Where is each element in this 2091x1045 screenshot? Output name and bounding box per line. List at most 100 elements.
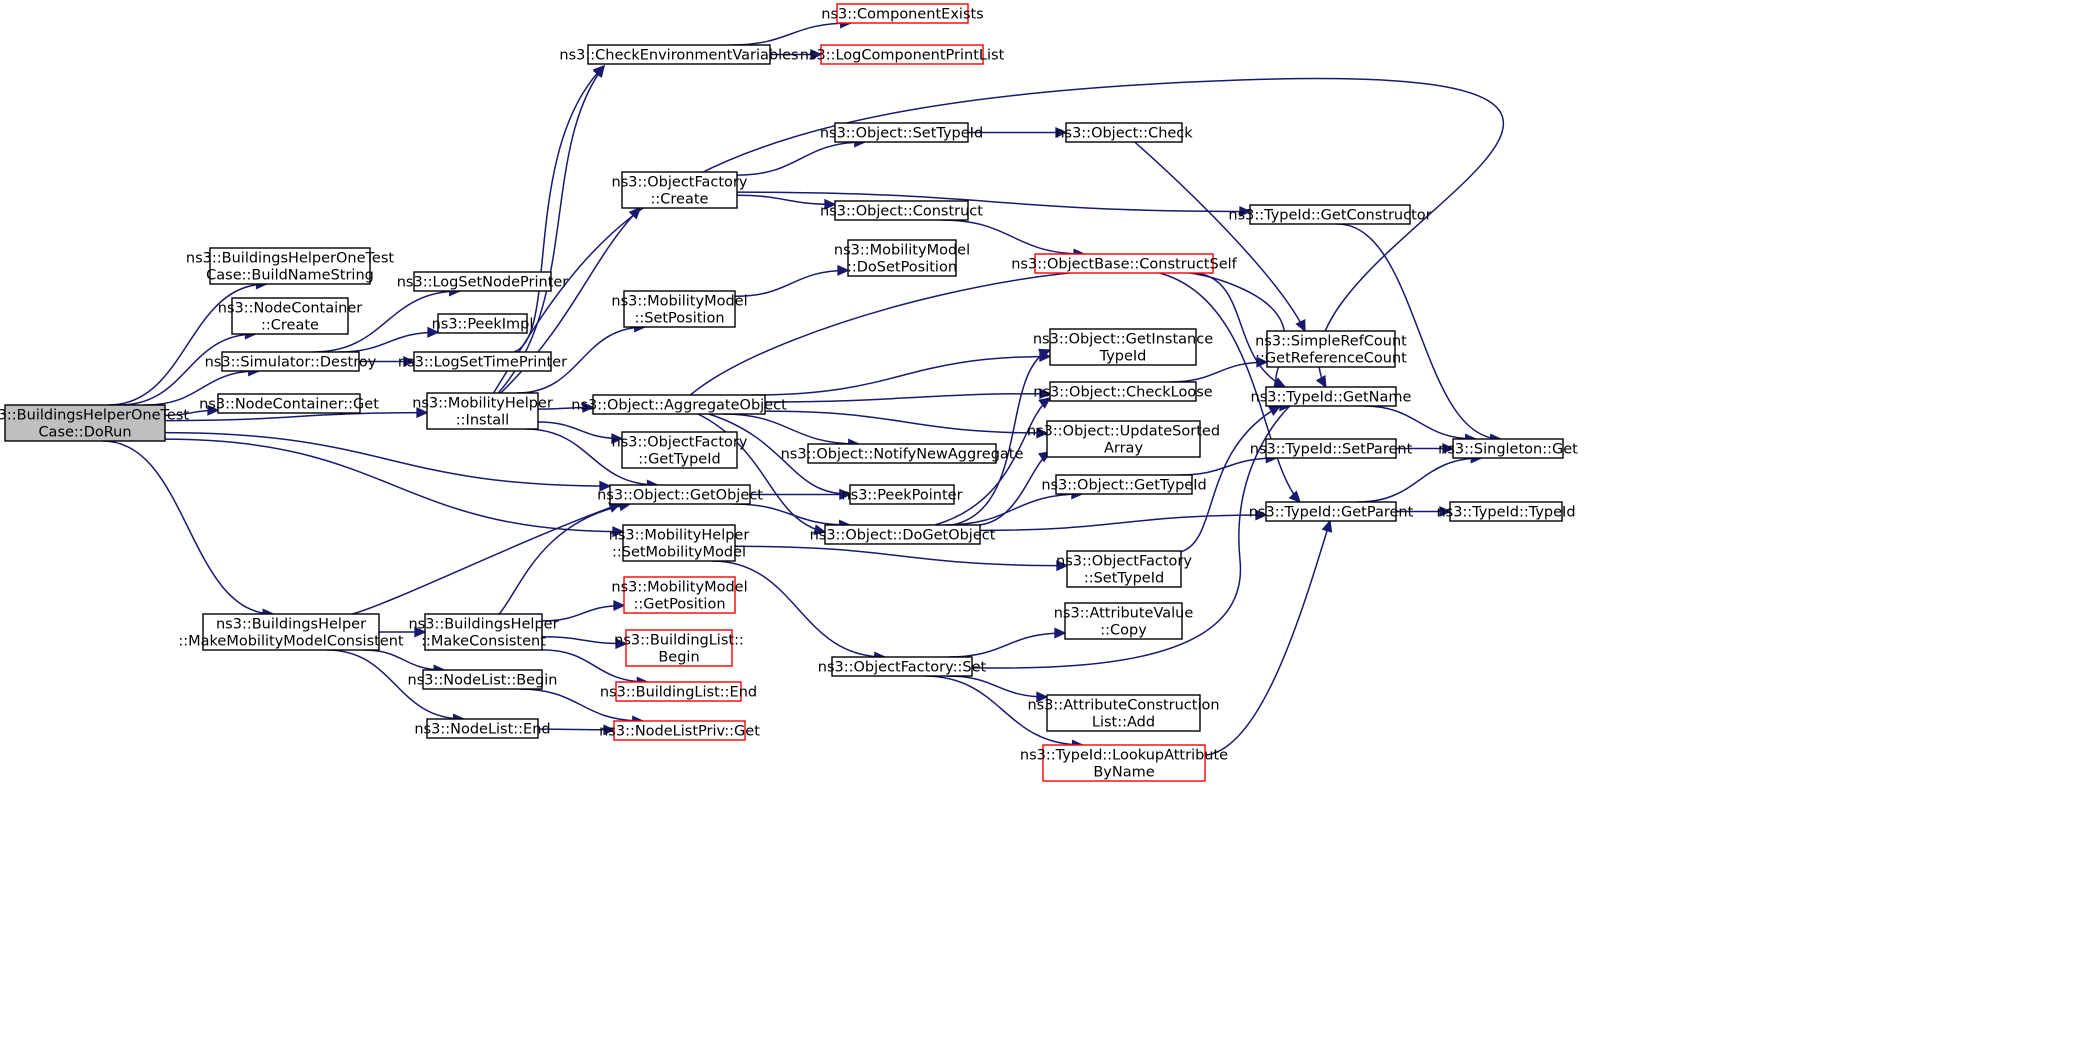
node-makeMobilityModelConsistent[interactable]: ns3::BuildingsHelper::MakeMobilityModelC… <box>178 613 404 651</box>
node-box[interactable] <box>426 392 539 430</box>
node-box[interactable] <box>437 313 528 334</box>
node-box[interactable] <box>209 247 371 285</box>
node-box[interactable] <box>1049 381 1197 402</box>
node-buildNameString[interactable]: ns3::BuildingsHelperOneTestCase::BuildNa… <box>186 247 394 285</box>
node-box[interactable] <box>1046 694 1201 732</box>
node-box[interactable] <box>1055 474 1193 495</box>
node-logSetNodePrinter[interactable]: ns3::LogSetNodePrinter <box>397 271 569 292</box>
node-objectGetTypeId[interactable]: ns3::Object::GetTypeId <box>1041 474 1207 495</box>
node-box[interactable] <box>221 351 360 372</box>
node-buildingListEnd[interactable]: ns3::BuildingList::End <box>600 681 757 702</box>
node-typeIdGetName[interactable]: ns3::TypeId::GetName <box>1251 386 1412 407</box>
node-attributeValueCopy[interactable]: ns3::AttributeValue::Copy <box>1054 602 1194 640</box>
node-box[interactable] <box>847 239 957 277</box>
node-box[interactable] <box>1049 328 1197 366</box>
node-box[interactable] <box>413 271 552 292</box>
node-box[interactable] <box>413 351 552 372</box>
node-box[interactable] <box>834 200 969 221</box>
node-box[interactable] <box>1265 438 1397 459</box>
node-box[interactable] <box>849 484 955 505</box>
node-getReferenceCount[interactable]: ns3::SimpleRefCount::GetReferenceCount <box>1255 330 1407 368</box>
node-box[interactable] <box>615 681 742 702</box>
node-box[interactable] <box>1034 253 1214 274</box>
node-box[interactable] <box>621 171 738 209</box>
node-typeIdSetParent[interactable]: ns3::TypeId::SetParent <box>1250 438 1413 459</box>
node-box[interactable] <box>1066 550 1182 588</box>
node-mobilityHelperInstall[interactable]: ns3::MobilityHelper::Install <box>412 392 553 430</box>
node-nodeListBegin[interactable]: ns3::NodeList::Begin <box>408 669 558 690</box>
node-box[interactable] <box>426 718 539 739</box>
node-mobilityModelSetPosition[interactable]: ns3::MobilityModel::SetPosition <box>611 290 748 328</box>
node-objectFactorySet[interactable]: ns3::ObjectFactory::Set <box>818 656 987 677</box>
node-box[interactable] <box>613 720 746 741</box>
node-box[interactable] <box>625 629 733 667</box>
node-objectSetTypeId[interactable]: ns3::Object::SetTypeId <box>820 122 983 143</box>
node-box[interactable] <box>1065 122 1183 143</box>
node-peekPointer[interactable]: ns3::PeekPointer <box>841 484 963 505</box>
node-box[interactable] <box>820 44 984 65</box>
node-box[interactable] <box>592 394 766 415</box>
node-aggregateObject[interactable]: ns3::Object::AggregateObject <box>571 394 787 415</box>
node-checkEnvironmentVariables[interactable]: ns3::CheckEnvironmentVariables <box>559 44 799 65</box>
node-box[interactable] <box>1064 602 1183 640</box>
node-logComponentPrintList[interactable]: ns3::LogComponentPrintList <box>800 44 1005 65</box>
node-box[interactable] <box>831 656 973 677</box>
node-singletonGet[interactable]: ns3::Singleton::Get <box>1438 438 1578 459</box>
node-makeConsistent[interactable]: ns3::BuildingsHelper::MakeConsistent <box>408 613 559 651</box>
node-box[interactable] <box>1265 501 1397 522</box>
node-box[interactable] <box>1046 420 1201 458</box>
node-box[interactable] <box>807 443 997 464</box>
node-box[interactable] <box>622 524 736 562</box>
node-simulatorDestroy[interactable]: ns3::Simulator::Destroy <box>205 351 377 372</box>
node-box[interactable] <box>217 393 361 414</box>
node-box[interactable] <box>422 669 543 690</box>
node-box[interactable] <box>1449 501 1563 522</box>
node-objectCheckLoose[interactable]: ns3::Object::CheckLoose <box>1033 381 1213 402</box>
node-typeIdTypeId[interactable]: ns3::TypeId::TypeId <box>1436 501 1576 522</box>
node-nodeContainerCreate[interactable]: ns3::NodeContainer::Create <box>218 297 362 335</box>
node-box[interactable] <box>621 431 738 469</box>
node-objectGetObject[interactable]: ns3::Object::GetObject <box>597 484 763 505</box>
node-setMobilityModel[interactable]: ns3::MobilityHelper::SetMobilityModel <box>609 524 750 562</box>
node-nodeListEnd[interactable]: ns3::NodeList::End <box>414 718 551 739</box>
node-mobilityModelDoSetPosition[interactable]: ns3::MobilityModel::DoSetPosition <box>834 239 970 277</box>
node-box[interactable] <box>202 613 380 651</box>
node-box[interactable] <box>1452 438 1564 459</box>
node-logSetTimePrinter[interactable]: ns3::LogSetTimePrinter <box>398 351 567 372</box>
node-box[interactable] <box>424 613 543 651</box>
node-constructSelf[interactable]: ns3::ObjectBase::ConstructSelf <box>1011 253 1238 274</box>
node-box[interactable] <box>1249 204 1411 225</box>
node-box[interactable] <box>4 404 166 442</box>
node-box[interactable] <box>824 524 981 545</box>
node-notifyNewAggregate[interactable]: ns3::Object::NotifyNewAggregate <box>781 443 1024 464</box>
node-nodeContainerGet[interactable]: ns3::NodeContainer::Get <box>199 393 379 414</box>
node-objectFactoryGetTypeId[interactable]: ns3::ObjectFactory::GetTypeId <box>612 431 748 469</box>
node-box[interactable] <box>231 297 349 335</box>
node-typeIdGetParent[interactable]: ns3::TypeId::GetParent <box>1249 501 1414 522</box>
node-objectCheck[interactable]: ns3::Object::Check <box>1055 122 1193 143</box>
node-peekImpl[interactable]: ns3::PeekImpl <box>432 313 534 334</box>
node-typeIdGetConstructor[interactable]: ns3::TypeId::GetConstructor <box>1228 204 1432 225</box>
node-box[interactable] <box>609 484 751 505</box>
node-objectConstruct[interactable]: ns3::Object::Construct <box>820 200 983 221</box>
node-objectDoGetObject[interactable]: ns3::Object::DoGetObject <box>810 524 996 545</box>
node-nodeListPrivGet[interactable]: ns3::NodeListPriv::Get <box>599 720 760 741</box>
node-objectFactoryCreate[interactable]: ns3::ObjectFactory::Create <box>612 171 748 209</box>
node-box[interactable] <box>834 122 969 143</box>
node-buildingListBegin[interactable]: ns3::BuildingList::Begin <box>614 629 744 667</box>
node-componentExists[interactable]: ns3::ComponentExists <box>821 3 984 24</box>
node-box[interactable] <box>836 3 969 24</box>
node-box[interactable] <box>623 576 736 614</box>
node-box[interactable] <box>1265 386 1397 407</box>
node-box[interactable] <box>587 44 771 65</box>
node-box[interactable] <box>1042 744 1206 782</box>
node-box[interactable] <box>623 290 736 328</box>
node-mobilityModelGetPosition[interactable]: ns3::MobilityModel::GetPosition <box>611 576 748 614</box>
node-box[interactable] <box>1266 330 1396 368</box>
node-objectFactorySetTypeId[interactable]: ns3::ObjectFactory::SetTypeId <box>1056 550 1192 588</box>
